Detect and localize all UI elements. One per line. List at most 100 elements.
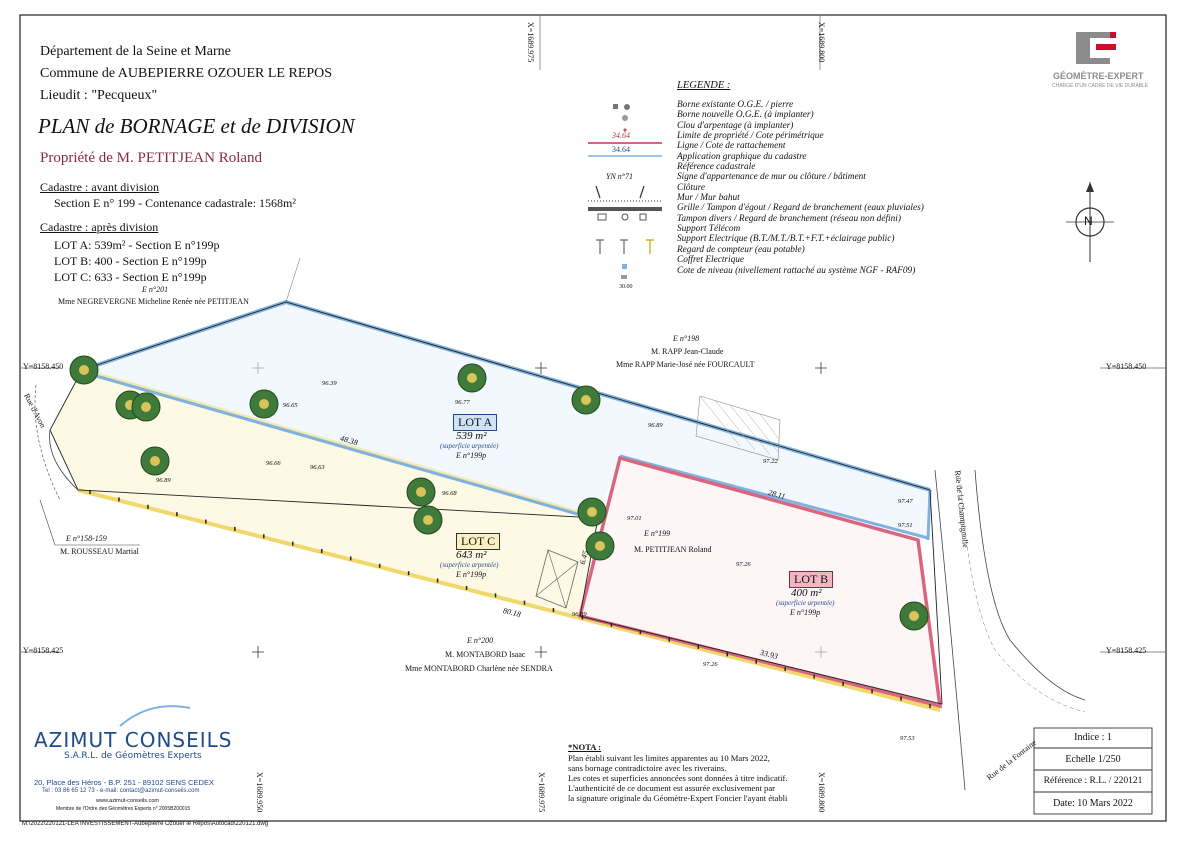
coord-x-bot-1: X=1689.950 (255, 772, 264, 813)
title-block (1033, 727, 1153, 815)
sheet-frame (19, 14, 1167, 822)
neighbour-158-ref: E n°158-159 (66, 534, 107, 543)
cadastre-after-heading: Cadastre : après division (40, 220, 159, 234)
logo-text: GÉOMÈTRE-EXPERT (1053, 71, 1144, 81)
level-value: 96.65 (283, 402, 298, 409)
neighbour-201-name: Mme NEGREVERGNE Micheline Renée née PETI… (58, 297, 249, 306)
level-value: 97.51 (898, 522, 913, 529)
lot-c-summary: LOT C: 633 - Section E n°199p (54, 270, 207, 284)
lot-b-summary: LOT B: 400 - Section E n°199p (54, 254, 207, 268)
lot-a-edge-right (926, 489, 932, 541)
company-sub: S.A.R.L. de Géomètres Experts (64, 751, 202, 761)
legend-item: Limite de propriété / Cote périmétrique (677, 131, 824, 142)
neighbour-198-name2: Mme RAPP Marie-José née FOURCAULT (616, 360, 755, 369)
level-value: 97.53 (900, 735, 915, 742)
neighbour-200-name1: M. MONTABORD Isaac (445, 650, 526, 659)
tree-icon (69, 355, 99, 385)
legend-item: Clôture (677, 182, 706, 193)
titleblock-reference: Référence : R.L. / 220121 (1043, 776, 1143, 786)
neighbour-201-ref: E n°201 (142, 285, 169, 294)
legend-item: Tampon divers / Regard de branchement (r… (677, 213, 901, 224)
neighbour-200-name2: Mme MONTABORD Charlène née SENDRA (405, 664, 553, 673)
note-line: Plan établi suivant les limites apparent… (568, 753, 770, 763)
company-tel: Tel : 03 86 65 12 73 - e-mail: contact@a… (42, 788, 200, 794)
tree-icon (577, 497, 607, 527)
lot-c-ref: E n°199p (456, 570, 487, 579)
lot-c-label: LOT C (456, 533, 501, 550)
titleblock-indice: Indice : 1 (1074, 732, 1112, 743)
lot-c-note: (superficie arpentée) (440, 561, 499, 569)
cadastre-before-line: Section E n° 199 - Contenance cadastrale… (54, 196, 296, 210)
legend-item: Clou d'arpentage (à implanter) (677, 120, 794, 131)
coord-y-right-1: Y=8158.450 (1106, 362, 1147, 371)
legend-item: Ligne / Cote de rattachement (677, 141, 786, 152)
legend-item: Grille / Tampon d'égout / Regard de bran… (677, 203, 924, 214)
lot-a-area: 539 m² (456, 430, 487, 442)
north-label: N (1084, 214, 1093, 228)
level-value: 96.77 (455, 399, 470, 406)
level-value: 96.68 (442, 490, 457, 497)
legend-item: Borne nouvelle O.G.E. (à implanter) (677, 110, 814, 121)
road-avon-edge-2 (34, 384, 61, 501)
lot-b-note: (superficie arpentée) (776, 599, 835, 607)
coord-x-bot-3: X=1689.800 (817, 772, 826, 813)
neighbour-198-name1: M. RAPP Jean-Claude (651, 347, 724, 356)
lot-a-summary: LOT A: 539m² - Section E n°199p (54, 238, 220, 252)
tree-icon (899, 601, 929, 631)
cadastre-before-heading: Cadastre : avant division (40, 180, 159, 194)
legend-item: Mur / Mur bahut (677, 193, 740, 204)
company-address: 20, Place des Héros - B.P. 251 - 89102 S… (34, 778, 214, 787)
tree-icon (406, 477, 436, 507)
fence-ticks (89, 490, 931, 708)
titleblock-date: Date: 10 Mars 2022 (1053, 798, 1133, 809)
note-line: Les cotes et superficies annoncées sont … (568, 773, 788, 783)
lot-b-ref: E n°199p (790, 608, 821, 617)
level-value: 97.26 (736, 561, 751, 568)
neighbour-198-ref: E n°198 (673, 334, 700, 343)
coord-x-top-2: X=1689.800 (817, 22, 826, 63)
legend-symbols (588, 104, 662, 279)
lot-a-edge-b (619, 454, 929, 540)
note-line: la signature originale du Géomètre-Exper… (568, 793, 788, 803)
lot-a-edge-bottom (81, 370, 599, 522)
neighbour-199-name: M. PETITJEAN Roland (634, 545, 712, 554)
level-value: 96.89 (648, 422, 663, 429)
commune-label: Commune de AUBEPIERRE OZOUER LE REPOS (40, 66, 333, 81)
note-title: *NOTA : (568, 742, 602, 752)
legend-item: Borne existante O.G.E. / pierre (677, 100, 794, 110)
neighbour-158-name: M. ROUSSEAU Martial (60, 547, 139, 556)
road-avon-edge (49, 429, 79, 491)
level-value: 96.89 (572, 611, 587, 618)
neighbour-199-ref: E n°199 (644, 529, 671, 538)
lot-a-note: (superficie arpentée) (440, 442, 499, 450)
lot-b-area (580, 458, 940, 706)
level-value: 96.66 (266, 460, 281, 467)
tree-icon (140, 446, 170, 476)
legend-item: Coffret Electrique (677, 255, 745, 266)
lot-b-label: LOT B (789, 571, 834, 588)
lot-c-edge-2 (77, 488, 941, 712)
building-hatch (699, 395, 779, 456)
level-value: 97.26 (703, 661, 718, 668)
legend-item: Cote de niveau (nivellement rattaché au … (677, 265, 916, 276)
legend-sample-ref: YN n°71 (606, 172, 633, 181)
company-order: Membre de l'Ordre des Géomètres Experts … (56, 806, 191, 812)
tree-icon (585, 531, 615, 561)
neighbour-200-ref: E n°200 (467, 636, 494, 645)
coord-x-bot-2: X=1689.975 (537, 772, 546, 813)
file-path: M:\2022\220121-LEA INVESTISSEMENT-Aubepi… (22, 821, 269, 827)
azimut-swoosh (119, 705, 191, 727)
legend-item: Application graphique du cadastre (677, 151, 807, 162)
legend-item: Référence cadastrale (677, 162, 756, 173)
legend-item: Regard de compteur (eau potable) (677, 244, 805, 255)
legend-title: LEGENDE : (677, 80, 731, 91)
legend-item: Support Electrique (B.T./M.T./B.T.+F.T.+… (677, 234, 895, 245)
note-line: L'authenticité de ce document est assuré… (568, 783, 775, 793)
tree-icon (413, 505, 443, 535)
plan-title: PLAN de BORNAGE et de DIVISION (38, 114, 355, 138)
tree-icon (131, 392, 161, 422)
legend-item: Support Télécom (677, 224, 741, 235)
lot-a-ref: E n°199p (456, 451, 487, 460)
department-label: Département de la Seine et Marne (40, 44, 231, 59)
